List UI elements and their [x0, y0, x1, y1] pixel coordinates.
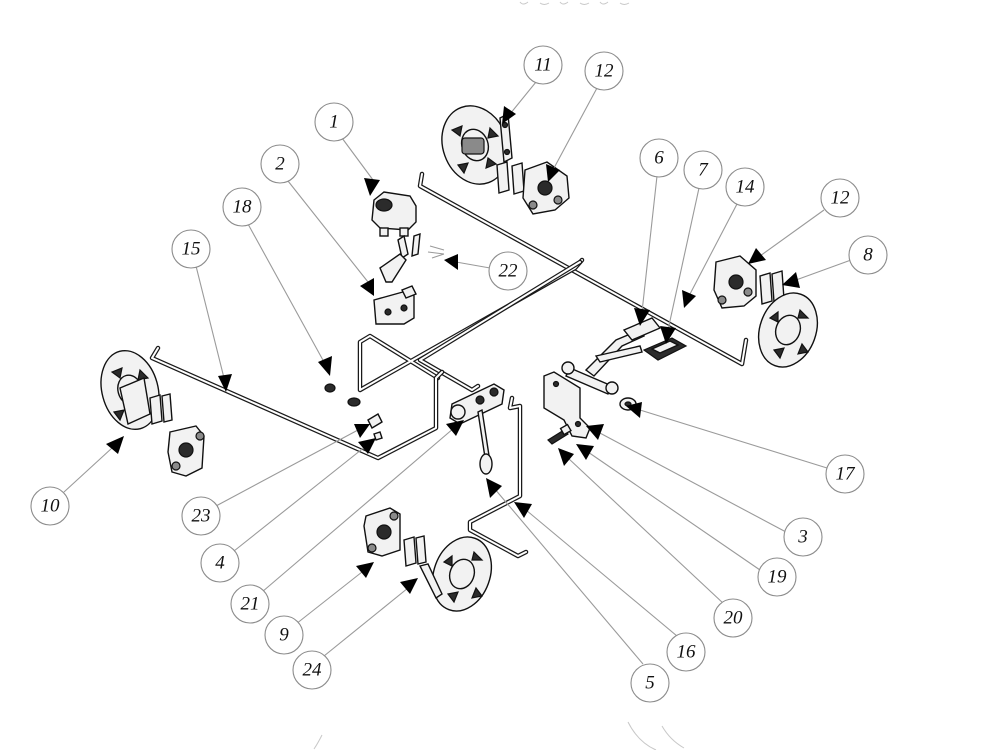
brake-pushrod — [477, 408, 493, 475]
front-left-brake-pads — [149, 393, 173, 425]
callout-2: 2 — [260, 144, 374, 296]
front-left-bracket — [119, 377, 151, 425]
callout-21-label: 21 — [241, 594, 260, 615]
rear-right-caliper — [713, 255, 757, 309]
cropped-edge-marks — [313, 1, 685, 750]
reservoir-mount-bracket — [373, 285, 417, 325]
tube-fittings — [324, 383, 383, 441]
rear-right-brake-disc — [757, 292, 819, 368]
callout-23: 23 — [181, 424, 370, 536]
callout-1: 1 — [314, 102, 380, 196]
callout-7: 7 — [660, 150, 723, 344]
rear-right-brake-pads — [759, 270, 785, 305]
callout-14: 14 — [682, 167, 765, 308]
callout-3: 3 — [586, 424, 823, 557]
callout-6-label: 6 — [654, 148, 664, 169]
callout-18: 18 — [222, 187, 332, 376]
brake-fluid-reservoir — [371, 191, 417, 237]
rear-left-caliper — [522, 161, 570, 215]
reservoir-hoses — [379, 232, 445, 283]
callout-6: 6 — [634, 138, 679, 326]
callout-9-label: 9 — [279, 625, 289, 646]
callout-9: 9 — [264, 562, 374, 655]
callout-2-label: 2 — [275, 154, 285, 175]
callout-22: 22 — [444, 251, 528, 291]
front-left-caliper — [167, 425, 205, 477]
callout-12-right: 12 — [748, 178, 860, 264]
callout-3-label: 3 — [797, 527, 808, 548]
callout-7-label: 7 — [698, 160, 709, 181]
front-right-caliper — [363, 507, 401, 557]
brake-line-right-front — [467, 395, 529, 559]
front-right-brake-disc — [431, 536, 493, 612]
brake-line-left-front — [149, 345, 445, 461]
front-right-bracket — [418, 563, 443, 600]
callout-5-label: 5 — [645, 673, 655, 694]
callout-24-label: 24 — [303, 660, 323, 681]
accelerator-pedal-pad — [622, 317, 662, 341]
pedal-mount-plate — [543, 371, 591, 439]
callout-12-top-label: 12 — [595, 61, 615, 82]
callout-4: 4 — [200, 438, 376, 583]
brake-line-master-loop — [417, 259, 583, 393]
rear-left-brake-bracket — [499, 112, 513, 164]
callout-10: 10 — [30, 436, 124, 526]
callout-23-label: 23 — [192, 506, 211, 527]
callout-10-label: 10 — [41, 496, 61, 517]
rear-left-brake-pads — [496, 161, 525, 195]
callout-18-label: 18 — [233, 197, 253, 218]
rear-left-brake-disc — [441, 105, 509, 185]
callout-19-label: 19 — [768, 567, 788, 588]
callout-4-label: 4 — [215, 553, 225, 574]
callout-22-label: 22 — [499, 261, 519, 282]
front-right-brake-pads — [403, 535, 427, 567]
callout-12-right-label: 12 — [831, 188, 851, 209]
callout-8-label: 8 — [863, 245, 873, 266]
master-cylinder — [449, 383, 505, 425]
callout-24: 24 — [292, 578, 418, 690]
callout-8: 8 — [782, 235, 888, 288]
callout-21: 21 — [230, 420, 464, 624]
callout-15: 15 — [171, 229, 232, 392]
callout-15-label: 15 — [182, 239, 201, 260]
callout-11-label: 11 — [534, 55, 552, 76]
callout-20-label: 20 — [724, 608, 744, 629]
brake-pedal-lever — [584, 329, 646, 377]
pedal-spring-bolt — [547, 423, 572, 445]
callout-16: 16 — [514, 502, 706, 672]
callout-14-label: 14 — [736, 177, 756, 198]
pedal-pivot-shaft — [561, 361, 619, 395]
callout-11: 11 — [502, 45, 563, 124]
callout-19: 19 — [576, 444, 797, 597]
callout-17-label: 17 — [836, 464, 857, 485]
callout-12-top: 12 — [546, 51, 624, 182]
callout-20: 20 — [558, 448, 753, 638]
callout-1-label: 1 — [329, 112, 339, 133]
brake-pedal-pad — [642, 337, 688, 361]
brake-line-rear-crossover — [417, 171, 749, 367]
callout-17: 17 — [626, 402, 865, 494]
callout-5: 5 — [486, 478, 670, 703]
callout-16-label: 16 — [677, 642, 697, 663]
